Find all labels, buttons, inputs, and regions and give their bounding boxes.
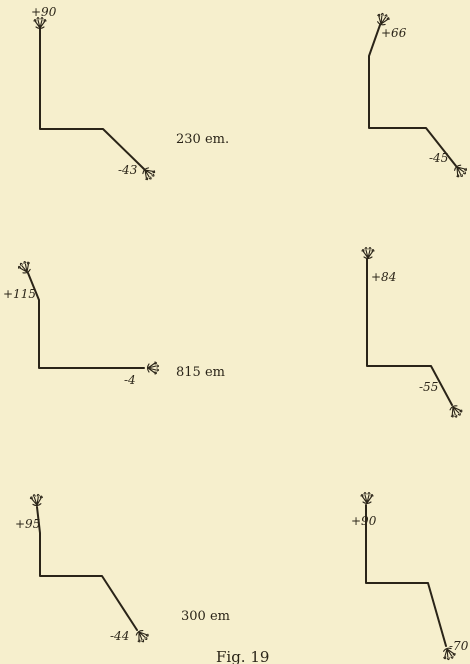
angle-top-label: +84 <box>371 270 396 284</box>
plant-6: +90 -70 <box>351 491 469 662</box>
plant-5: +95 -44 <box>15 493 151 645</box>
top-flower-icon <box>360 491 374 505</box>
bottom-flower-icon <box>447 403 464 420</box>
distance-label-2: 815 em <box>176 365 225 380</box>
distance-label-3: 300 em <box>181 609 230 624</box>
plant-4: +84 -55 <box>361 246 464 420</box>
angle-bottom-label: -45 <box>429 151 448 165</box>
angle-top-label: +90 <box>31 5 57 19</box>
top-flower-icon <box>361 246 375 260</box>
angle-top-label: +95 <box>15 517 40 531</box>
figure-caption: Fig. 19 <box>216 648 269 664</box>
plant-2: +66 -45 <box>368 11 469 180</box>
angle-top-label: +90 <box>351 514 377 528</box>
angle-top-label: +66 <box>381 26 407 40</box>
angle-bottom-label: -55 <box>419 380 438 394</box>
top-flower-icon <box>29 493 44 507</box>
angle-top-label: +115 <box>3 287 36 301</box>
angle-bottom-label: -44 <box>110 629 129 643</box>
angle-bottom-label: -4 <box>124 373 136 387</box>
top-flower-icon <box>33 16 47 30</box>
distance-label-1: 230 em. <box>176 132 229 147</box>
top-flower-icon <box>374 11 391 28</box>
top-flower-icon <box>16 259 34 276</box>
plant-1: +90 -43 <box>31 5 158 183</box>
bottom-flower-icon <box>146 361 160 375</box>
angle-bottom-label: -70 <box>449 639 469 653</box>
angle-bottom-label: -43 <box>118 163 138 177</box>
plant-3: +115 -4 <box>3 259 160 387</box>
